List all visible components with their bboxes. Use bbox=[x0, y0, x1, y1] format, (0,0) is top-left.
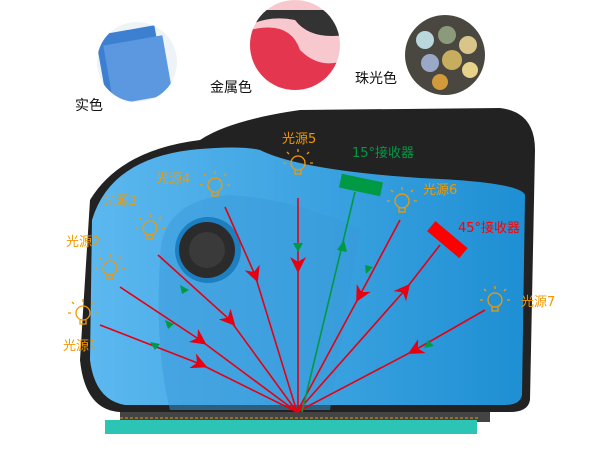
receiver-15-label: 15°接收器 bbox=[352, 145, 414, 161]
receiver-15-block bbox=[339, 173, 383, 197]
sample-label-solid: 实色 bbox=[75, 97, 103, 114]
ray-to-45-receiver bbox=[296, 244, 441, 413]
source-label-1: 光源1 bbox=[63, 339, 97, 354]
solid-color-sample-image bbox=[97, 22, 177, 102]
sample-label-metallic: 金属色 bbox=[210, 79, 252, 96]
metallic-color-sample-image bbox=[250, 0, 340, 90]
bulb-icon-3 bbox=[135, 214, 165, 240]
bulb-icons bbox=[68, 149, 510, 325]
source-label-3: 光源3 bbox=[103, 194, 137, 209]
device-body bbox=[80, 108, 535, 422]
ray-source-3 bbox=[157, 254, 298, 413]
ray-source-4 bbox=[224, 206, 298, 413]
receiver-45-block bbox=[427, 221, 468, 259]
source-label-4: 光源4 bbox=[156, 172, 190, 187]
bulb-icon-5 bbox=[283, 149, 313, 175]
sample-stage bbox=[105, 420, 477, 434]
bulb-icon-2 bbox=[95, 254, 125, 280]
source-label-7: 光源7 bbox=[521, 295, 555, 310]
bulb-icon-7 bbox=[480, 286, 510, 312]
sample-label-pearlescent: 珠光色 bbox=[355, 70, 397, 87]
bulb-icon-4 bbox=[200, 171, 230, 197]
source-label-5: 光源5 bbox=[282, 132, 316, 147]
ray-source-2 bbox=[119, 286, 298, 413]
source-label-2: 光源2 bbox=[66, 235, 100, 250]
light-rays bbox=[99, 198, 486, 413]
ray-to-15-receiver bbox=[301, 191, 356, 413]
green-arrows bbox=[150, 243, 434, 350]
bulb-icon-1 bbox=[68, 299, 98, 325]
ray-source-6 bbox=[296, 219, 401, 413]
pearlescent-color-sample-image bbox=[405, 15, 485, 95]
ray-15-arrow bbox=[337, 240, 347, 252]
ray-source-1 bbox=[99, 324, 298, 413]
ray-source-7 bbox=[296, 309, 486, 413]
source-label-6: 光源6 bbox=[423, 183, 457, 198]
receiver-45-label: 45°接收器 bbox=[458, 220, 520, 236]
bulb-icon-6 bbox=[387, 187, 417, 213]
